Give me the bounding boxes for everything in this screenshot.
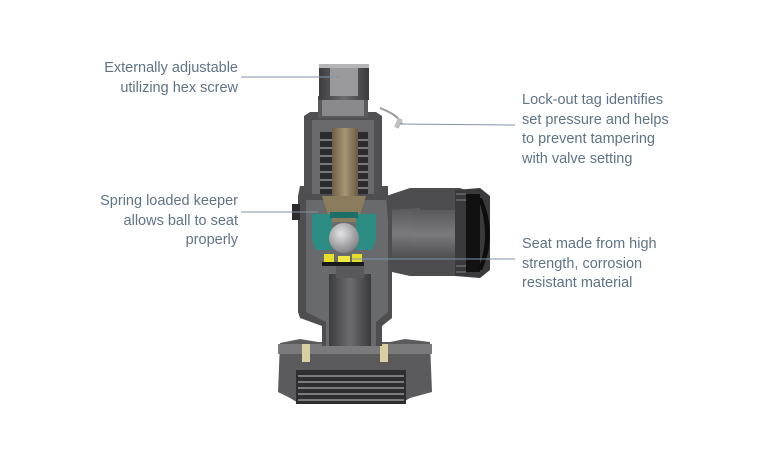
- callout-seat-line-2: strength, corrosion: [522, 255, 643, 272]
- callout-seat-line-3: resistant material: [522, 275, 633, 291]
- callout-hex-screw: Externally adjustable utilizing hex scre…: [104, 59, 238, 98]
- callout-seat: Seat made from high strength, corrosion …: [522, 235, 657, 294]
- ball: [329, 223, 359, 253]
- callout-spring-keeper-line-3: properly: [185, 232, 238, 248]
- hex-screw: [319, 64, 369, 100]
- callout-seat-line-1: Seat made from high: [522, 236, 657, 252]
- callout-lockout-tag: Lock-out tag identifies set pressure and…: [522, 91, 669, 169]
- callout-lockout-tag-line-4: with valve setting: [522, 150, 633, 167]
- callout-lockout-tag-line-3: to prevent tampering: [522, 131, 655, 147]
- spring: [320, 128, 368, 222]
- leader-lockout-tag: [399, 123, 516, 126]
- callout-spring-keeper-line-1: Spring loaded keeper: [100, 193, 238, 209]
- spring-keeper: [312, 212, 376, 250]
- bottom-nut: [278, 339, 432, 404]
- side-outlet: [386, 188, 490, 278]
- callout-hex-screw-line-1: Externally adjustable: [104, 60, 238, 76]
- callout-lockout-tag-line-1: Lock-out tag identifies: [522, 92, 664, 108]
- callout-spring-keeper-line-2: allows ball to seat: [123, 212, 238, 229]
- callout-lockout-tag-line-2: set pressure and helps: [522, 111, 669, 128]
- callout-hex-screw-line-2: utilizing hex screw: [120, 79, 238, 96]
- callout-spring-keeper: Spring loaded keeper allows ball to seat…: [100, 192, 238, 251]
- leader-lines: [241, 76, 516, 260]
- lockout-tag-wire: [379, 107, 403, 129]
